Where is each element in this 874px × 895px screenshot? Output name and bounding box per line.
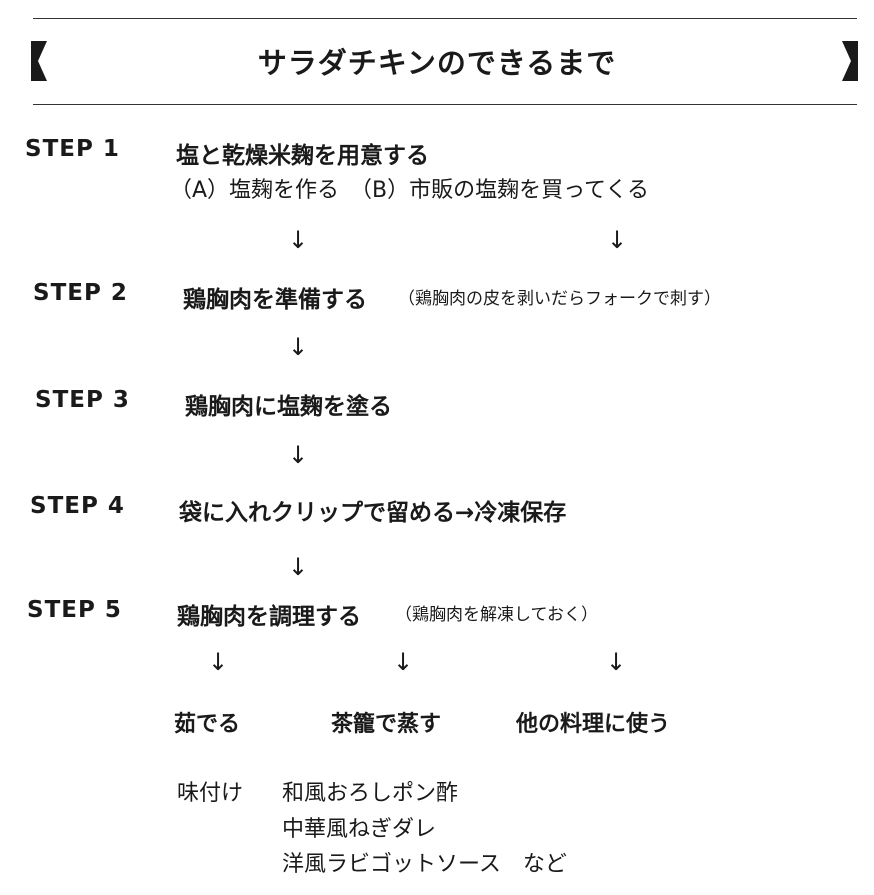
header-top-rule bbox=[33, 18, 857, 19]
step3-label: STEP 3 bbox=[35, 387, 130, 413]
method-other-dishes: 他の料理に使う bbox=[516, 712, 671, 737]
method-boil: 茹でる bbox=[174, 712, 241, 737]
step5-label: STEP 5 bbox=[27, 597, 122, 623]
step5-note: （鶏胸肉を解凍しておく） bbox=[395, 605, 598, 625]
step4-label: STEP 4 bbox=[30, 493, 125, 519]
step1-options: （A）塩麹を作る （B）市販の塩麹を買ってくる bbox=[170, 178, 649, 203]
step4-arrow: ↓ bbox=[288, 553, 309, 581]
step3-arrow: ↓ bbox=[288, 441, 309, 469]
method-steam: 茶籠で蒸す bbox=[331, 712, 442, 737]
step1-arrow-b: ↓ bbox=[607, 226, 628, 254]
step3-heading: 鶏胸肉に塩麹を塗る bbox=[185, 394, 392, 420]
seasoning-item-3: 洋風ラビゴットソース など bbox=[282, 852, 567, 877]
left-bracket-icon bbox=[31, 41, 47, 81]
step1-heading: 塩と乾燥米麹を用意する bbox=[176, 143, 429, 169]
right-bracket-icon bbox=[842, 41, 858, 81]
step2-label: STEP 2 bbox=[33, 280, 128, 306]
seasoning-item-2: 中華風ねぎダレ bbox=[282, 817, 437, 842]
seasoning-label: 味付け bbox=[177, 781, 244, 806]
step2-note: （鶏胸肉の皮を剥いだらフォークで刺す） bbox=[398, 289, 721, 309]
seasoning-item-1: 和風おろしポン酢 bbox=[282, 781, 459, 806]
step2-heading: 鶏胸肉を準備する bbox=[183, 287, 367, 313]
step4-heading: 袋に入れクリップで留める→冷凍保存 bbox=[179, 500, 567, 526]
header-bottom-rule bbox=[33, 104, 857, 105]
step5-heading: 鶏胸肉を調理する bbox=[177, 604, 361, 630]
step1-label: STEP 1 bbox=[25, 136, 120, 162]
step1-arrow-a: ↓ bbox=[288, 226, 309, 254]
step5-arrow-steam: ↓ bbox=[393, 648, 414, 676]
step5-arrow-other: ↓ bbox=[606, 648, 627, 676]
step5-arrow-boil: ↓ bbox=[208, 648, 229, 676]
step2-arrow: ↓ bbox=[288, 333, 309, 361]
page-title: サラダチキンのできるまで bbox=[257, 46, 617, 80]
